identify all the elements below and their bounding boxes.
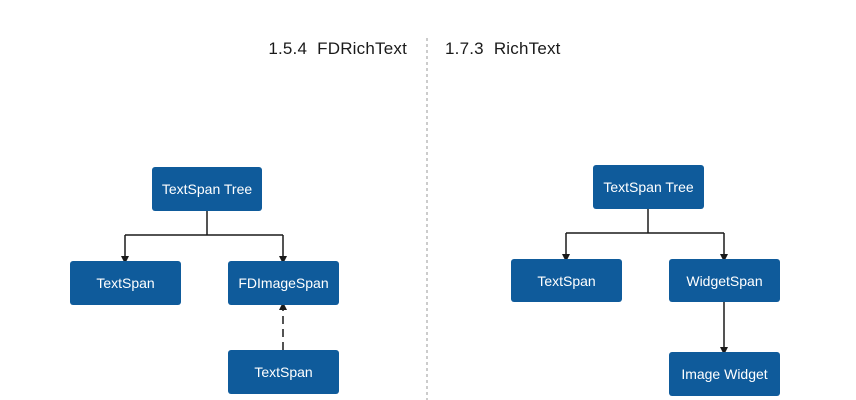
left-node-fdimagespan: FDImageSpan xyxy=(228,261,339,305)
right-node-image-widget: Image Widget xyxy=(669,352,780,396)
right-node-textspan: TextSpan xyxy=(511,259,622,302)
right-title-text: RichText xyxy=(493,39,561,58)
right-node-textspan-tree: TextSpan Tree xyxy=(593,165,704,209)
right-section-title: 1.7.3 RichText xyxy=(445,39,561,59)
left-node-textspan-tree: TextSpan Tree xyxy=(152,167,262,211)
right-title-number: 1.7.3 xyxy=(445,39,484,58)
left-section-title: 1.5.4 FDRichText xyxy=(268,39,407,59)
right-node-widgetspan: WidgetSpan xyxy=(669,259,780,302)
left-title-text: FDRichText xyxy=(317,39,407,58)
left-node-textspan: TextSpan xyxy=(70,261,181,305)
left-node-sub-textspan: TextSpan xyxy=(228,350,339,394)
left-title-number: 1.5.4 xyxy=(268,39,308,58)
